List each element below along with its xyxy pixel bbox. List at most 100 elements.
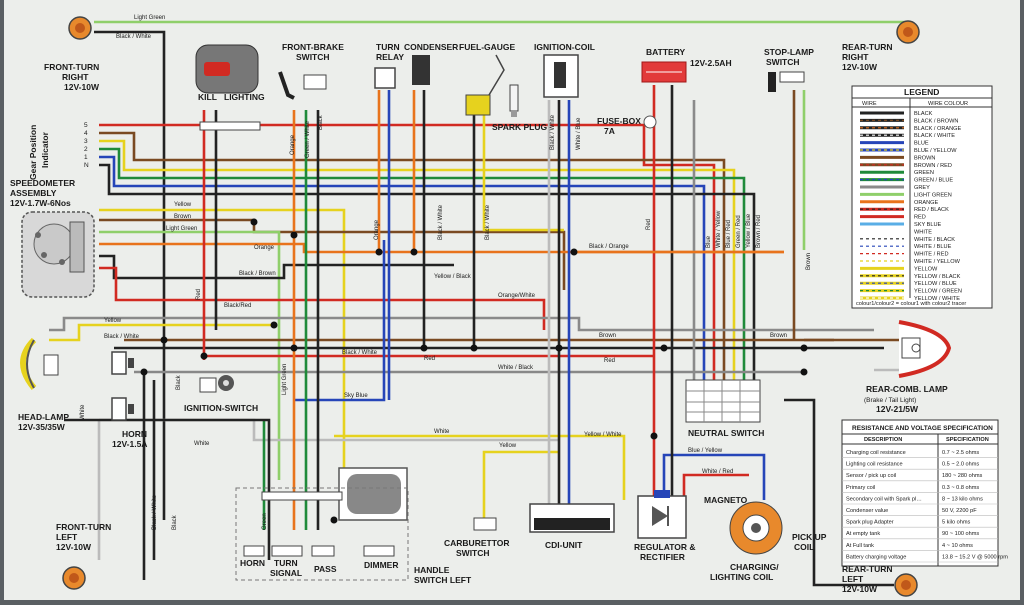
gear-indicator-label-2: Indicator xyxy=(40,131,50,168)
wire-label: Black / White xyxy=(485,204,491,240)
magneto xyxy=(729,501,783,555)
spec-row-value: 4 ~ 10 ohms xyxy=(942,543,973,549)
wire-label: Brown xyxy=(806,253,812,270)
condenser xyxy=(412,55,430,85)
turn-signal-label-1: TURN xyxy=(274,558,298,568)
rear-combination-lamp xyxy=(898,320,952,378)
front-turn-right-label-3: 12V-10W xyxy=(64,82,100,92)
wire-yellow-carb xyxy=(482,450,559,520)
wire-light-green-speedo xyxy=(99,230,281,480)
stop-lamp-switch xyxy=(768,71,805,92)
legend-row: YELLOW / GREEN xyxy=(860,289,962,295)
junction-dots xyxy=(140,218,808,524)
wire-label: Yellow xyxy=(174,202,192,208)
wire-label: Blue / Red xyxy=(726,220,732,248)
legend-row-label: BROWN xyxy=(914,155,935,161)
legend-row-label: GREEN / BLUE xyxy=(914,178,953,184)
rear-turn-left-label-1: REAR-TURN xyxy=(842,564,893,574)
wire-label: Orange xyxy=(374,219,380,240)
legend-row-label: BLUE xyxy=(914,141,929,147)
legend-row: RED xyxy=(860,215,926,221)
wire-yellow-gear xyxy=(99,139,736,380)
gear-number: 2 xyxy=(84,146,88,153)
gear-indicator-numbers: 5 4 3 2 1 N xyxy=(84,122,89,169)
legend-row-label: BLACK / WHITE xyxy=(914,133,955,139)
wire-label: Black / White xyxy=(342,350,378,356)
spark-plug-label: SPARK PLUG xyxy=(492,122,547,132)
legend-row-label: BLACK xyxy=(914,111,933,117)
kill-label: KILL xyxy=(198,92,217,102)
wire-label: Light Green xyxy=(166,226,197,232)
horn-button-label: HORN xyxy=(240,558,265,568)
wire-label: Black/Red xyxy=(224,303,251,309)
wire-label: Black xyxy=(176,374,182,390)
wire-label: Red xyxy=(196,289,202,300)
wire-label: Yellow / Black xyxy=(434,274,472,280)
legend-row-label: RED / BLACK xyxy=(914,207,949,213)
front-turn-right-lamp xyxy=(68,16,92,40)
pickup-coil-label-2: COIL xyxy=(794,542,814,552)
legend-row: BLACK / BROWN xyxy=(860,118,958,124)
head-lamp-label-1: HEAD-LAMP xyxy=(18,412,69,422)
wire-label: Light Green xyxy=(282,364,288,395)
battery-label: BATTERY xyxy=(646,47,686,57)
wire-label: White xyxy=(80,404,86,420)
wire-label: Brown xyxy=(599,333,616,339)
spec-title: RESISTANCE AND VOLTAGE SPECIFICATION xyxy=(852,425,993,432)
spec-col-desc: DESCRIPTION xyxy=(864,437,902,443)
legend-row-label: GREY xyxy=(914,185,930,191)
legend-row-label: YELLOW xyxy=(914,266,938,272)
wire-label: Black / White xyxy=(152,494,158,530)
wire-label: Brown xyxy=(770,333,787,339)
legend-row: LIGHT GREEN xyxy=(860,192,952,198)
fuse-box-label-1: FUSE-BOX xyxy=(597,116,641,126)
wire-label: Black / White xyxy=(104,334,140,340)
cdi-unit-label: CDI-UNIT xyxy=(545,540,583,550)
spec-row-value: 0.7 ~ 2.5 ohms xyxy=(942,450,979,456)
wire-label: White / Yellow xyxy=(716,210,722,248)
legend-row-label: BLUE / YELLOW xyxy=(914,148,957,154)
front-turn-left-lamp xyxy=(62,566,86,590)
ignition-switch xyxy=(199,375,234,393)
legend-row-label: WHITE xyxy=(914,229,932,235)
wire-label: Blue xyxy=(706,235,712,248)
legend-row-label: LIGHT GREEN xyxy=(914,192,952,198)
spec-row-value: 50 V, 2200 pF xyxy=(942,508,977,514)
handle-switch-left-label-1: HANDLE xyxy=(414,565,450,575)
legend-col-colour: WIRE COLOUR xyxy=(928,101,968,107)
legend-row: YELLOW / BLACK xyxy=(860,274,961,280)
legend-row: BLUE xyxy=(860,141,929,147)
spec-row-value: 90 ~ 100 ohms xyxy=(942,531,979,537)
horn xyxy=(111,351,134,421)
head-lamp xyxy=(20,337,59,390)
spec-row-description: Battery charging voltage xyxy=(846,554,906,560)
fuse xyxy=(643,115,657,129)
wire-yellow-fuel xyxy=(482,115,564,232)
front-brake-switch-label-2: SWITCH xyxy=(296,52,330,62)
legend-row: BLACK / WHITE xyxy=(860,133,955,139)
wire-yellow-speedo xyxy=(99,208,346,480)
wire-label: White xyxy=(434,429,450,435)
turn-relay-label-1: TURN xyxy=(376,42,400,52)
wire-label: Green / Red xyxy=(736,215,742,248)
rear-turn-right-lamp xyxy=(896,20,920,44)
legend-row-label: WHITE / BLUE xyxy=(914,244,952,250)
front-brake-switch xyxy=(278,71,327,100)
carburettor-switch-label-1: CARBURETTOR xyxy=(444,538,509,548)
wire-label: Black / White xyxy=(550,114,556,150)
battery-spec-label: 12V-2.5AH xyxy=(690,58,732,68)
wire-yellow-headlamp xyxy=(49,323,274,342)
condenser-label: CONDENSER xyxy=(404,42,458,52)
neutral-switch-block xyxy=(685,379,761,423)
spec-row-description: Sensor / pick up coil xyxy=(846,473,896,479)
gear-number: 4 xyxy=(84,130,88,137)
legend-col-wire: WIRE xyxy=(862,101,877,107)
spec-row-description: At Full tank xyxy=(846,543,874,549)
rear-comb-lamp-label-2: (Brake / Tail Light) xyxy=(864,397,916,404)
handle-switch-left xyxy=(235,467,409,581)
legend-row: BLUE / YELLOW xyxy=(860,148,957,154)
